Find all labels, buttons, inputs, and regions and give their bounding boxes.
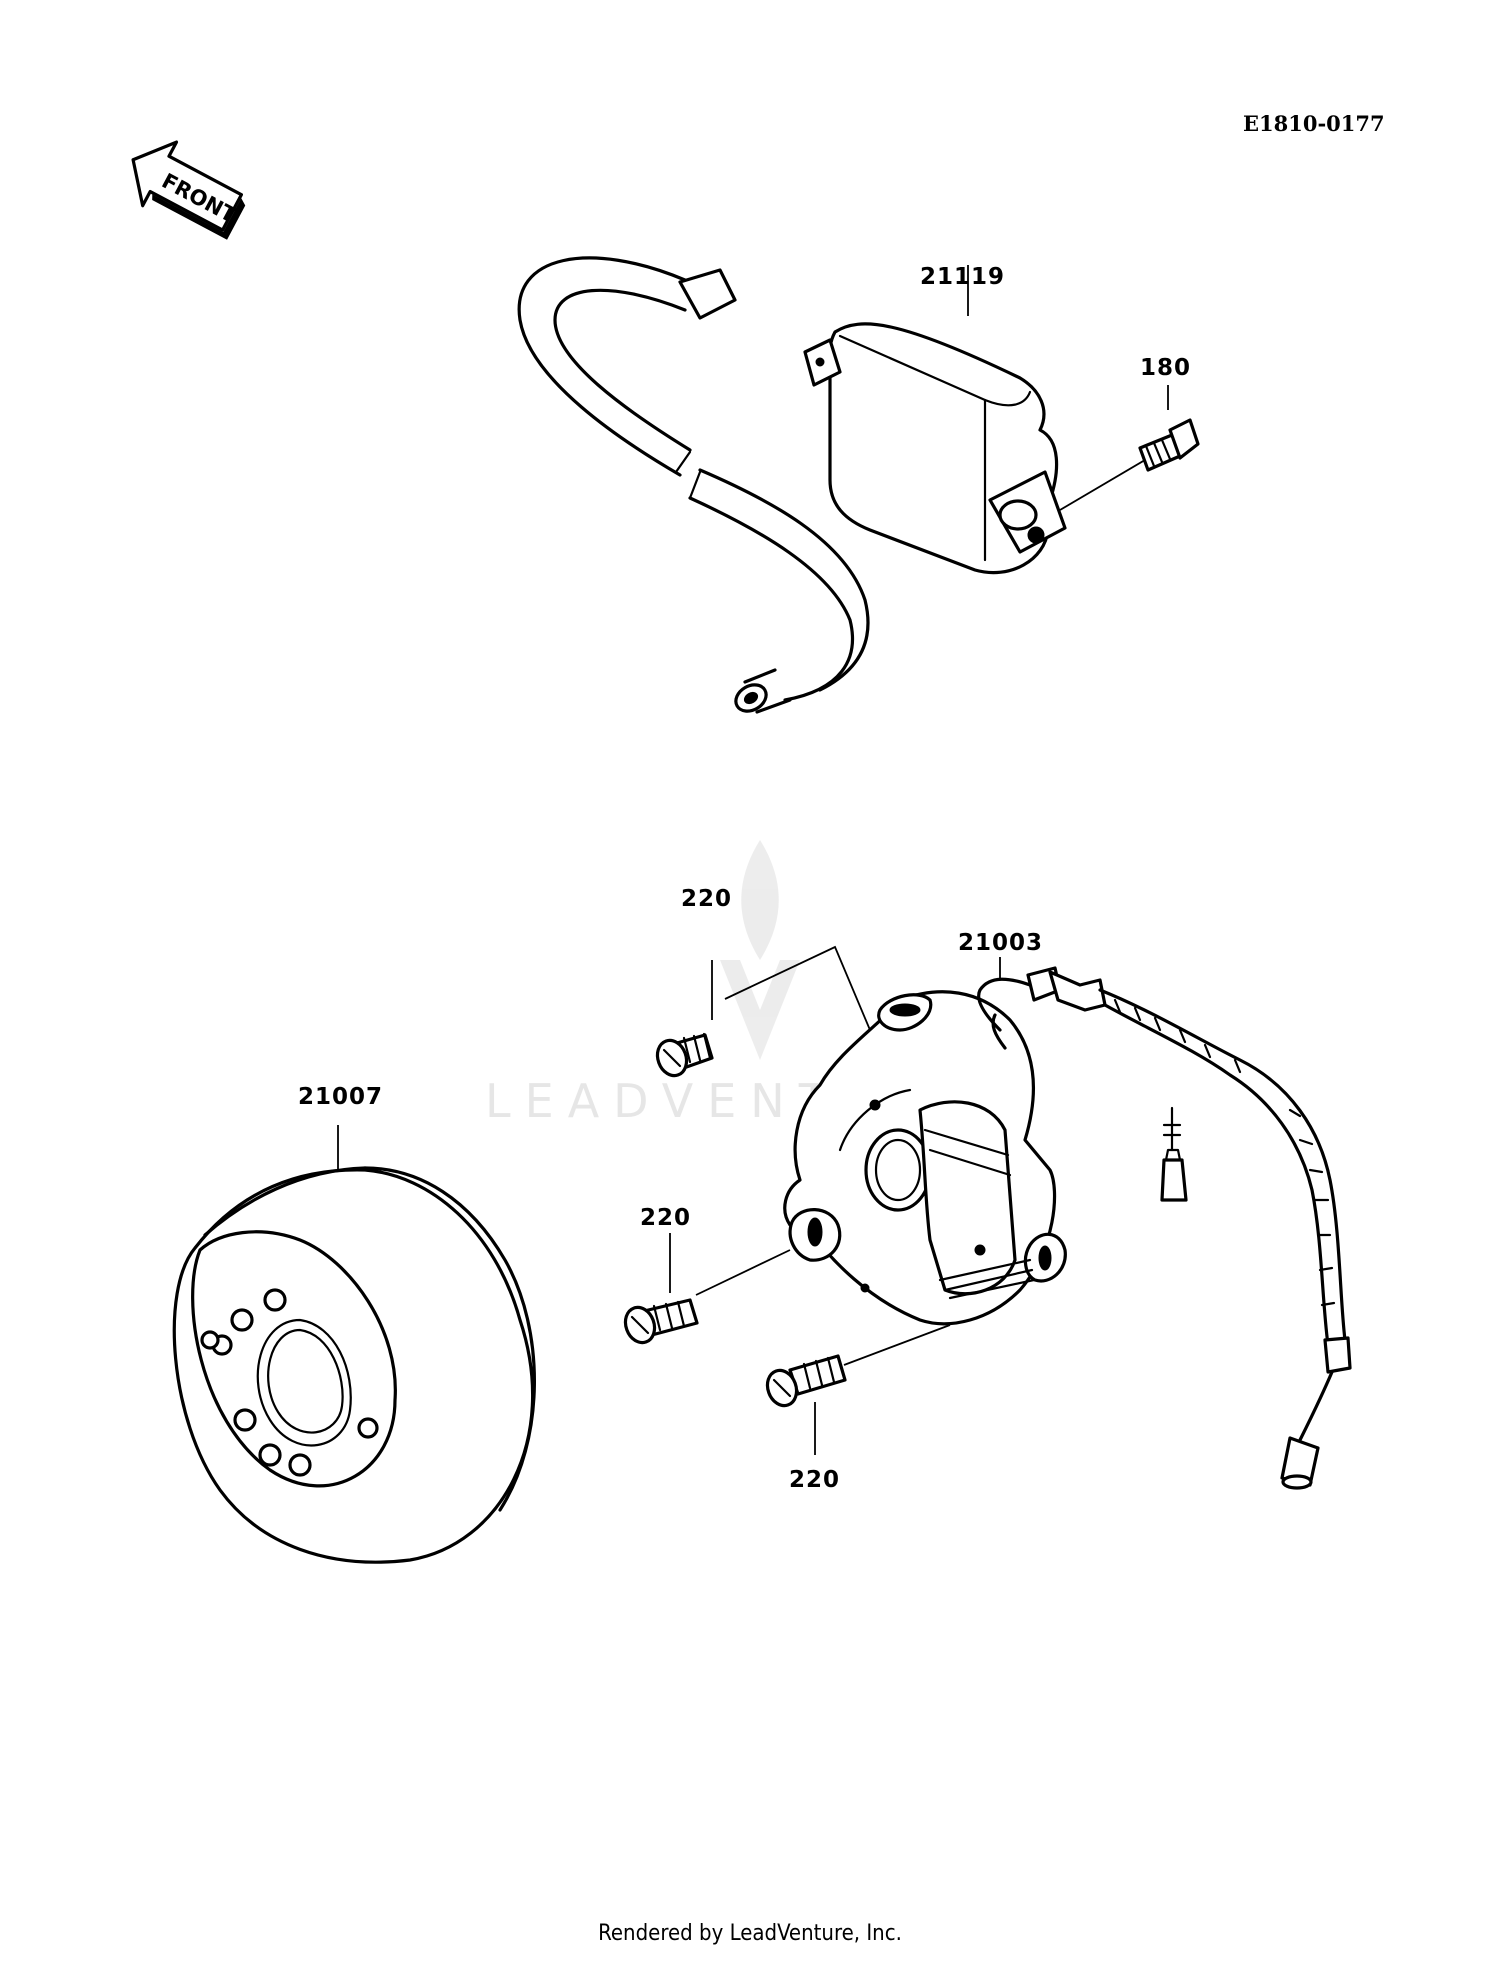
part-label-21119: 21119 [920,264,1005,290]
screw-bottom: 220 [765,1354,847,1493]
part-label-220-bottom: 220 [789,1467,840,1493]
screw-middle: 220 [623,1205,699,1345]
stator [695,945,1067,1366]
part-label-220-top: 220 [681,886,732,912]
part-label-220-middle: 220 [640,1205,691,1231]
bolt-180: 180 [1059,355,1200,511]
ignition-coil-lead [517,256,870,714]
part-label-21007: 21007 [298,1084,383,1110]
footer-credit: Rendered by LeadVenture, Inc. [598,1921,902,1946]
flywheel: 21007 [172,1084,536,1564]
watermark-logo-icon [720,840,800,1060]
stator-wiring: 21003 [958,930,1352,1490]
ignition-coil: 21119 [517,256,1067,714]
front-arrow-icon: FRONT [131,140,246,240]
diagram-code: E1810-0177 [1243,111,1385,136]
screw-top: 220 [655,886,732,1078]
part-label-21003: 21003 [958,930,1043,956]
part-label-180: 180 [1140,355,1191,381]
